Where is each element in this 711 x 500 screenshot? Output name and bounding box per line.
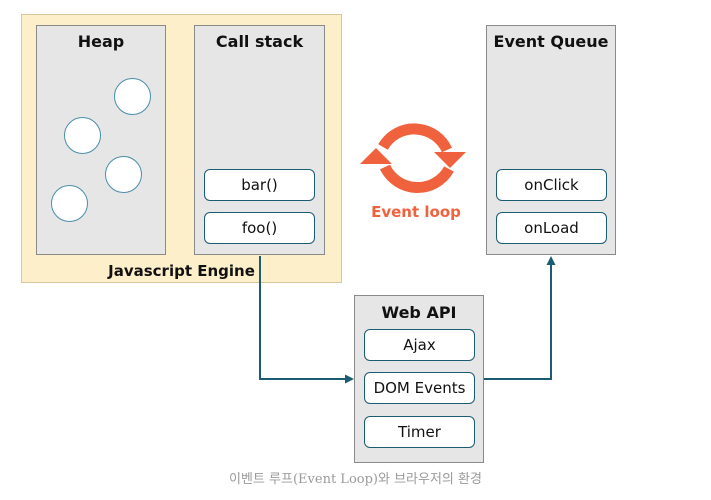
heap-object bbox=[105, 156, 142, 193]
event-loop-arrowheads bbox=[360, 148, 466, 168]
event-queue-title: Event Queue bbox=[493, 32, 609, 51]
queue-item-onclick: onClick bbox=[496, 169, 607, 201]
loop-arc-top bbox=[378, 123, 453, 153]
web-api-item-timer: Timer bbox=[364, 416, 475, 448]
engine-label: Javascript Engine bbox=[108, 262, 255, 280]
web-api-item-dom-events: DOM Events bbox=[364, 372, 475, 404]
event-loop-icon bbox=[378, 123, 454, 194]
loop-arc-bottom bbox=[380, 164, 454, 194]
event-queue-panel: Event Queue onClick onLoad bbox=[486, 25, 616, 255]
arrow-stack-to-webapi bbox=[259, 256, 352, 380]
heap-object bbox=[64, 117, 101, 154]
heap-object bbox=[51, 185, 88, 222]
web-api-panel: Web API Ajax DOM Events Timer bbox=[354, 295, 484, 463]
arrowhead-to-webapi bbox=[345, 374, 354, 384]
event-loop-label: Event loop bbox=[371, 203, 461, 221]
arrowhead-to-queue bbox=[546, 256, 556, 265]
heap-title: Heap bbox=[77, 32, 125, 51]
arrow-webapi-to-queue bbox=[484, 260, 552, 380]
call-stack-title: Call stack bbox=[215, 32, 304, 51]
figure-caption: 이벤트 루프(Event Loop)와 브라우저의 환경 bbox=[229, 472, 482, 487]
web-api-item-ajax: Ajax bbox=[364, 329, 475, 361]
loop-arrowhead-left bbox=[360, 148, 392, 164]
web-api-title: Web API bbox=[381, 303, 457, 322]
loop-arrowhead-right bbox=[434, 152, 466, 168]
queue-item-onload: onLoad bbox=[496, 212, 607, 244]
stack-frame-bar: bar() bbox=[204, 169, 315, 201]
call-stack-panel: Call stack bar() foo() bbox=[194, 25, 325, 255]
heap-object bbox=[114, 78, 151, 115]
stack-frame-foo: foo() bbox=[204, 212, 315, 244]
